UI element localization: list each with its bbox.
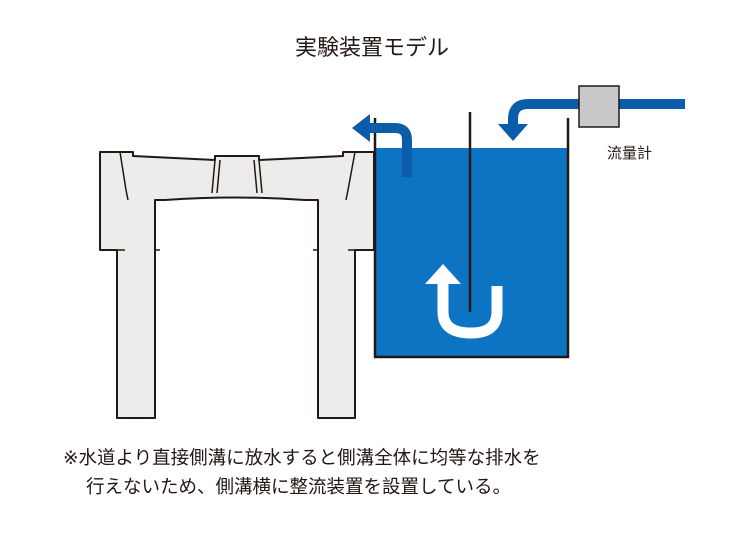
- tank-wall: [373, 118, 570, 359]
- flowmeter: [578, 85, 620, 128]
- outflow-arrow-icon: [352, 114, 412, 177]
- flow-straightener-tank: [373, 112, 570, 359]
- side-ditch-inner-line-right: [345, 151, 356, 201]
- side-ditch-body: [99, 151, 375, 419]
- footnote-line-1: ※水道より直接側溝に放水すると側溝全体に均等な排水を: [63, 448, 541, 469]
- side-ditch-inner-line-left: [119, 151, 129, 201]
- footnote: ※水道より直接側溝に放水すると側溝全体に均等な排水を 行えないため、側溝横に整流…: [63, 444, 541, 502]
- side-ditch: [99, 151, 375, 419]
- inflow-arrowhead-icon: [498, 124, 528, 141]
- side-ditch-joint-left: [211, 159, 221, 194]
- uturn-arrow-icon: [437, 282, 503, 339]
- side-ditch-joint-right: [253, 159, 263, 194]
- inflow-pipe: [498, 99, 685, 141]
- uturn-arrowhead-icon: [425, 264, 461, 284]
- diagram-title: 実験装置モデル: [294, 36, 449, 61]
- tank-water: [375, 148, 568, 357]
- footnote-line-2: 行えないため、側溝横に整流装置を設置している。: [86, 477, 511, 498]
- flowmeter-label: 流量計: [607, 144, 653, 162]
